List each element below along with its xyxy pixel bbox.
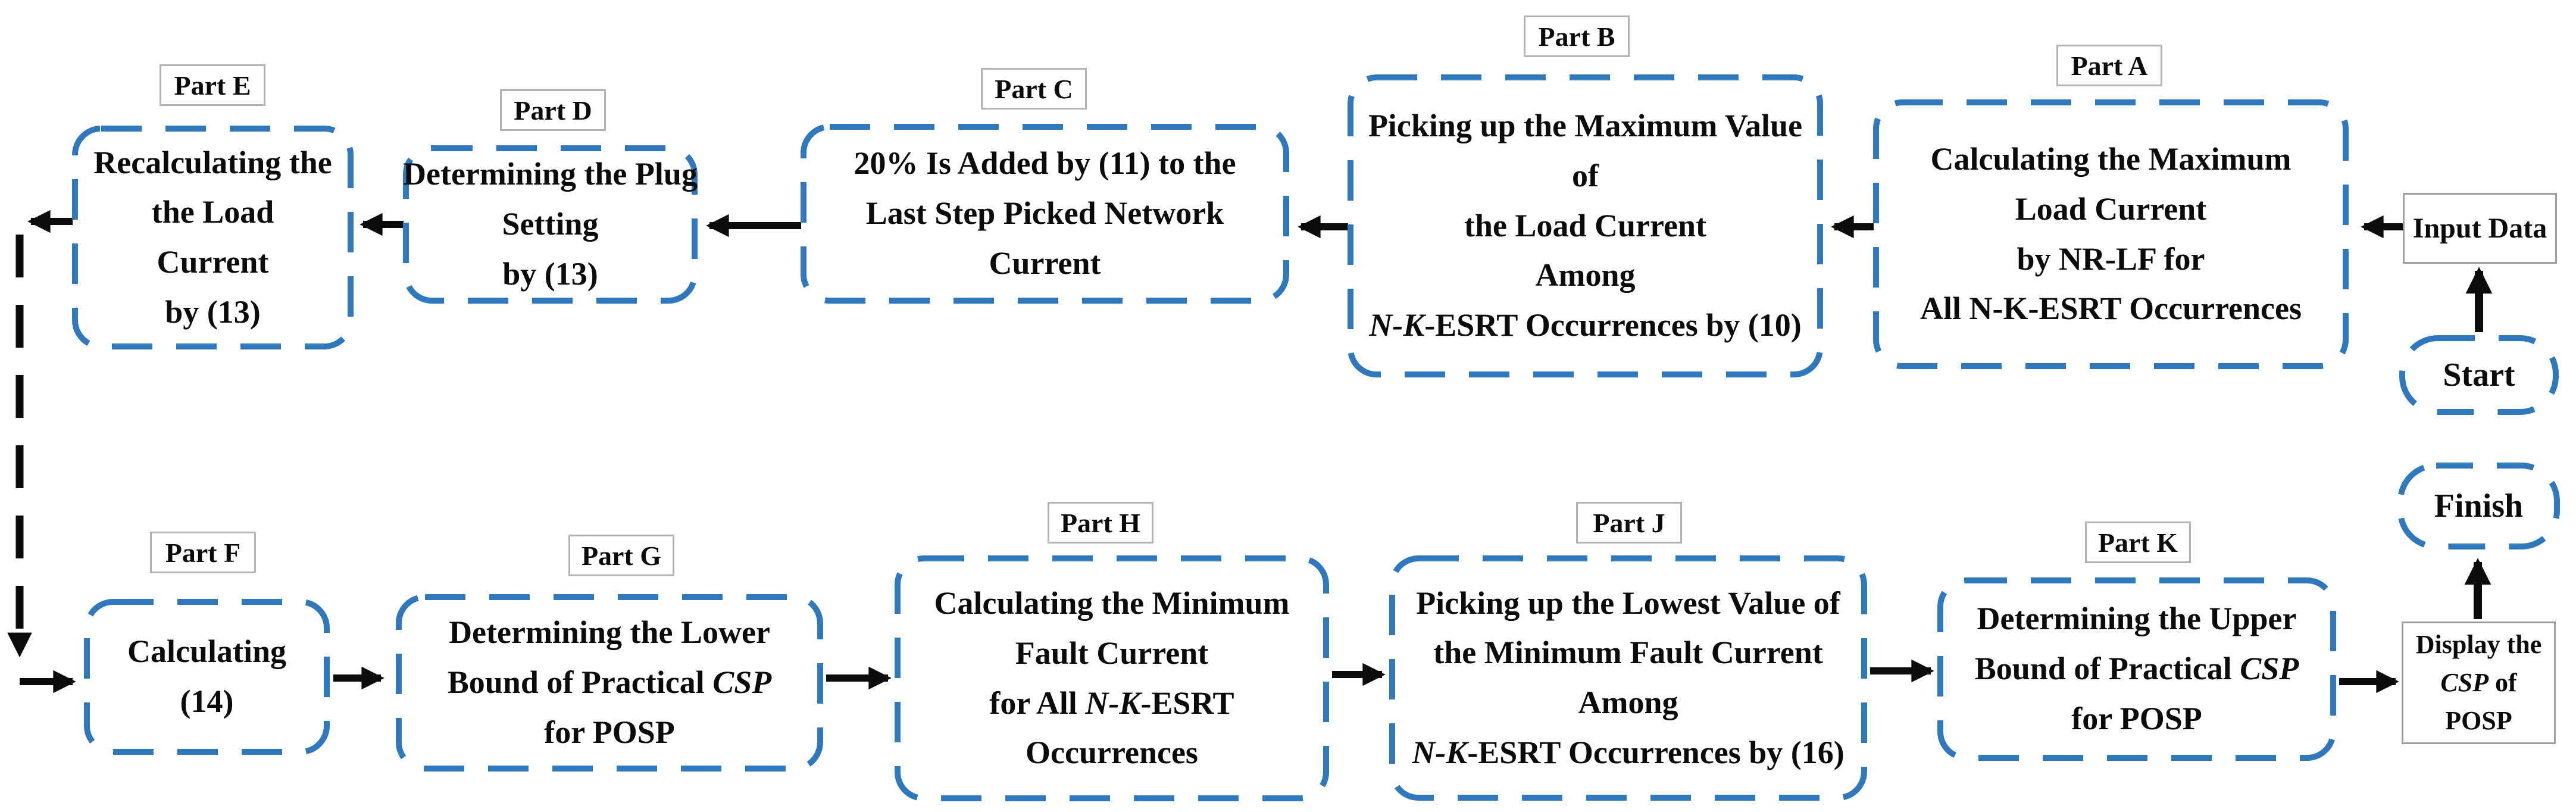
text-line: CSP of — [2440, 668, 2517, 698]
text-line: the Load Current — [1464, 207, 1706, 243]
dashed-frame — [1389, 555, 1867, 801]
part-label-e: Part E — [160, 64, 265, 106]
text-line: for POSP — [544, 714, 675, 750]
part-label-h: Part H — [1048, 502, 1153, 544]
text-line: by (13) — [502, 255, 598, 292]
process-box-part-j: Picking up the Lowest Value of the Minimu… — [1389, 555, 1868, 801]
text-line: Display the — [2415, 630, 2542, 660]
text-line: Among — [1578, 685, 1678, 720]
part-label-text: Part H — [1060, 507, 1141, 538]
text-line: 20% Is Added by (11) to the — [854, 145, 1236, 182]
text-line: Occurrences — [1026, 735, 1198, 771]
text-line: N-K-ESRT Occurrences by (10) — [1369, 307, 1802, 343]
text-line: POSP — [2445, 705, 2512, 735]
text-line: by (13) — [165, 293, 261, 330]
text-line: Among — [1535, 257, 1636, 293]
part-label-text: Part E — [174, 70, 251, 101]
text-line: All N-K-ESRT Occurrences — [1920, 291, 2302, 327]
text-line: Last Step Picked Network — [865, 195, 1224, 232]
part-label-text: Part G — [581, 540, 662, 571]
dashed-frame — [2397, 463, 2560, 549]
part-label-d: Part D — [500, 89, 606, 131]
text-line: Bound of Practical CSP — [1974, 651, 2299, 687]
part-label-k: Part K — [2085, 521, 2191, 563]
text-line: Picking up the Maximum Value — [1368, 108, 1803, 144]
text-line: Determining the Plug — [403, 156, 698, 192]
dashed-frame — [1873, 99, 2349, 369]
part-label-c: Part C — [981, 68, 1087, 110]
text-line: N-K-ESRT Occurrences by (16) — [1412, 734, 1845, 770]
text-line: Determining the Upper — [1977, 601, 2297, 637]
process-box-part-f: Calculating (14) — [83, 598, 330, 755]
part-label-a: Part A — [2056, 45, 2162, 86]
finish-terminal-text: Finish — [2434, 487, 2524, 524]
part-label-text: Part J — [1593, 507, 1665, 538]
text-line: the Load — [151, 194, 274, 230]
part-label-text: Part B — [1538, 21, 1615, 52]
part-label-text: Part F — [165, 537, 241, 568]
part-label-text: Part K — [2097, 527, 2178, 558]
text-line: Input Data — [2412, 213, 2547, 244]
text-line: Calculating the Minimum — [934, 585, 1290, 622]
text-line: Load Current — [2015, 190, 2207, 227]
text-line: Determining the Lower — [449, 614, 770, 651]
dashed-frame — [1937, 577, 2336, 761]
part-label-j: Part J — [1576, 502, 1682, 544]
start-terminal-text: Start — [2443, 356, 2515, 393]
text-line: (14) — [180, 683, 234, 719]
start-terminal: Start — [2399, 335, 2559, 416]
part-label-text: Part C — [995, 73, 1073, 104]
text-line: Recalculating the — [93, 144, 332, 180]
text-line: Fault Current — [1015, 635, 1209, 671]
finish-terminal: Finish — [2397, 462, 2561, 550]
dashed-frame — [1348, 74, 1823, 377]
input-data-box: Input Data — [2403, 193, 2557, 264]
dashed-frame — [801, 124, 1289, 304]
text-line: for POSP — [2071, 700, 2202, 736]
part-label-g: Part G — [568, 535, 674, 576]
text-line: Setting — [502, 206, 599, 242]
part-label-f: Part F — [150, 532, 256, 573]
dashed-frame — [2399, 335, 2559, 415]
dashed-frame — [396, 594, 823, 772]
text-line: the Minimum Fault Current — [1433, 635, 1823, 671]
part-label-b: Part B — [1524, 15, 1630, 57]
text-line: Bound of Practical CSP — [447, 664, 772, 701]
text-line: Calculating the Maximum — [1930, 141, 2291, 177]
text-line: Current — [157, 244, 269, 280]
process-box-part-b: Picking up the Maximum Value of the Load C… — [1347, 74, 1824, 378]
text-line: Picking up the Lowest Value of — [1416, 585, 1840, 621]
text-line: of — [1572, 157, 1599, 193]
text-line: Current — [989, 245, 1101, 281]
part-label-text: Part A — [2071, 50, 2148, 81]
dashed-frame — [72, 126, 354, 349]
text-line: Calculating — [127, 633, 287, 670]
text-line: by NR-LF for — [2017, 241, 2205, 277]
process-box-text: Picking up the Maximum Value of the Load C… — [1347, 74, 1824, 378]
part-label-text: Part D — [514, 95, 592, 126]
process-box-text: Picking up the Lowest Value of the Minimu… — [1389, 555, 1868, 801]
process-box-text: Calculating (14) — [83, 598, 330, 755]
dashed-frame — [403, 145, 698, 304]
dashed-frame — [84, 599, 330, 755]
text-line: for All N-K-ESRT — [989, 685, 1234, 721]
